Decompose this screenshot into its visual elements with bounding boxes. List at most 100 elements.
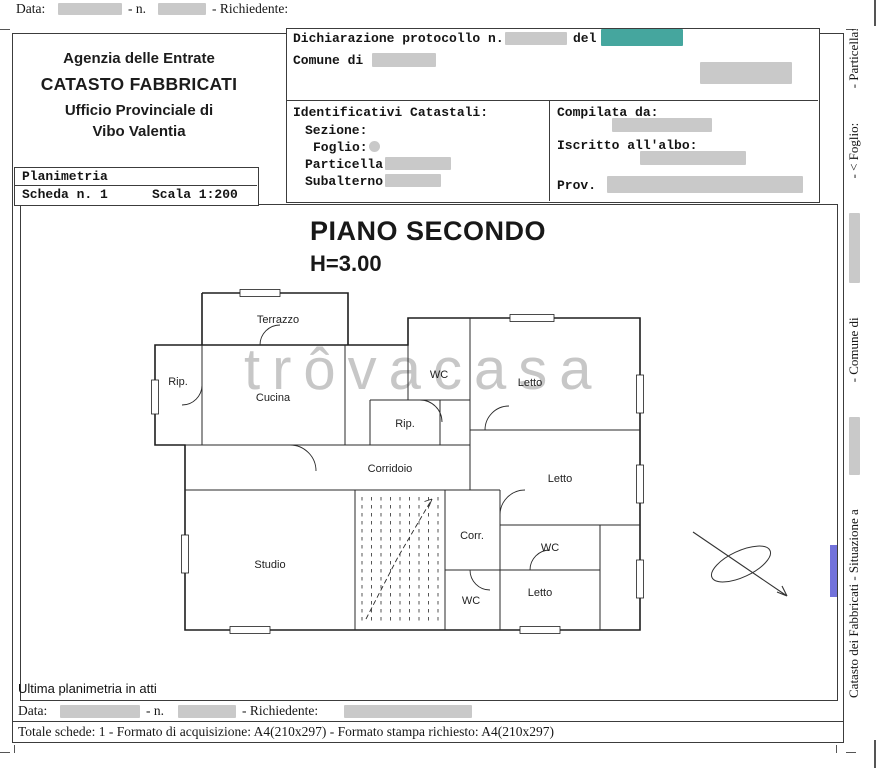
vside-particella: - Particella: xyxy=(846,28,861,89)
protocol-divider-vertical xyxy=(549,100,550,201)
redaction xyxy=(848,212,860,283)
crop-mark xyxy=(874,0,876,26)
crop-mark xyxy=(846,752,856,753)
declaration-label: Dichiarazione protocollo n. xyxy=(293,31,504,46)
planimetria-title: Planimetria xyxy=(22,169,108,184)
plan-height: H=3.00 xyxy=(310,251,382,276)
redaction xyxy=(178,705,236,718)
redaction xyxy=(848,416,860,475)
footer-data-label: Data: xyxy=(18,703,48,718)
redaction xyxy=(505,32,567,45)
scheda-label: Scheda n. 1 xyxy=(22,187,108,202)
stairs-hatching xyxy=(361,497,439,625)
redaction xyxy=(344,705,472,718)
vertical-stamp-mark xyxy=(830,545,837,597)
stairs xyxy=(361,497,439,625)
planimetria-box xyxy=(14,167,259,206)
door-arc xyxy=(181,384,203,406)
room-label-letto-right: Letto xyxy=(548,473,572,485)
room-label-letto-bottom: Letto xyxy=(528,587,552,599)
floor-plan: Terrazzo Rip. Cucina WC Letto Rip. Corri… xyxy=(151,289,644,634)
vside-foglio: - < Foglio: xyxy=(846,122,861,179)
agency-header: Agenzia delle Entrate CATASTO FABBRICATI… xyxy=(28,50,250,140)
door-arc xyxy=(259,324,281,346)
planimetria-divider xyxy=(14,185,257,186)
particella-label: Particella: xyxy=(305,157,391,172)
door-arc xyxy=(419,399,443,423)
stairs-arrowhead xyxy=(424,498,433,507)
redaction-teal xyxy=(601,29,683,46)
room-label-terrazzo: Terrazzo xyxy=(257,314,299,326)
door-arcs xyxy=(181,324,551,591)
windows xyxy=(151,289,644,634)
room-label-letto-top: Letto xyxy=(518,377,542,389)
comune-label: Comune di xyxy=(293,53,364,68)
room-label-studio: Studio xyxy=(254,559,285,571)
room-labels: Terrazzo Rip. Cucina WC Letto Rip. Corri… xyxy=(168,314,572,607)
top-data-label: Data: xyxy=(16,1,46,16)
room-label-cucina: Cucina xyxy=(256,392,291,404)
ultima-label: Ultima planimetria in atti xyxy=(18,681,157,696)
top-n-label: - n. xyxy=(128,1,146,16)
agency-line4: Vibo Valentia xyxy=(92,123,186,140)
crop-mark xyxy=(846,29,856,30)
door-arc xyxy=(499,489,526,516)
room-label-corr: Corr. xyxy=(460,530,484,542)
identificativi-title: Identificativi Catastali: xyxy=(293,105,489,120)
watermark: trôvacasa xyxy=(244,337,604,402)
top-richiedente-label: - Richiedente: xyxy=(212,1,289,16)
redaction xyxy=(607,176,803,193)
stairs-direction-line xyxy=(365,498,433,620)
redaction xyxy=(60,705,140,718)
redaction xyxy=(700,62,792,84)
vside-comune: - Comune di xyxy=(846,317,861,383)
building-outline xyxy=(154,317,641,631)
window xyxy=(519,626,561,634)
footer-rule xyxy=(12,721,843,722)
room-label-wc-top: WC xyxy=(430,369,448,381)
window xyxy=(636,374,644,414)
window xyxy=(509,314,555,322)
vside-catasto: Catasto dei Fabbricati - Situazione a xyxy=(846,509,861,698)
room-label-corridoio: Corridoio xyxy=(368,463,413,475)
window xyxy=(239,289,281,297)
window xyxy=(151,379,159,415)
redaction xyxy=(58,3,122,15)
room-label-rip-mid: Rip. xyxy=(395,418,415,430)
north-arrow xyxy=(692,531,788,597)
door-arc xyxy=(484,405,510,431)
window xyxy=(636,464,644,504)
redaction xyxy=(612,118,712,132)
footer-richiedente-label: - Richiedente: xyxy=(242,703,319,718)
exterior-walls xyxy=(154,292,641,631)
agency-line1: Agenzia delle Entrate xyxy=(63,50,215,67)
foglio-label: Foglio: xyxy=(313,140,368,155)
vertical-margin-text: Catasto dei Fabbricati - Situazione a - … xyxy=(845,28,863,740)
compilata-title: Compilata da: xyxy=(557,105,659,120)
door-arc xyxy=(469,569,491,591)
crop-mark xyxy=(0,752,10,753)
room-label-wc-right: WC xyxy=(541,542,559,554)
room-label-rip-top: Rip. xyxy=(168,376,188,388)
plan-title: PIANO SECONDO xyxy=(310,216,547,246)
window xyxy=(229,626,271,634)
redaction-dot xyxy=(369,141,380,152)
north-arrow-line xyxy=(692,531,788,597)
scala-label: Scala 1:200 xyxy=(152,187,238,202)
del-label: del xyxy=(573,31,597,46)
room-label-wc-bottom: WC xyxy=(462,595,480,607)
window xyxy=(636,559,644,599)
crop-mark xyxy=(874,740,876,768)
redaction xyxy=(640,151,746,165)
protocol-divider-horizontal xyxy=(286,100,818,101)
door-arc xyxy=(289,444,317,472)
window xyxy=(181,534,189,574)
crop-mark xyxy=(14,745,15,753)
albo-label: Iscritto all'albo: xyxy=(557,138,698,153)
agency-line2: CATASTO FABBRICATI xyxy=(40,74,238,94)
plan-frame xyxy=(20,204,838,701)
redaction xyxy=(158,3,206,15)
sezione-label: Sezione: xyxy=(305,123,368,138)
subalterno-label: Subalterno: xyxy=(305,174,391,189)
totale-label: Totale schede: 1 - Formato di acquisizio… xyxy=(18,724,554,739)
